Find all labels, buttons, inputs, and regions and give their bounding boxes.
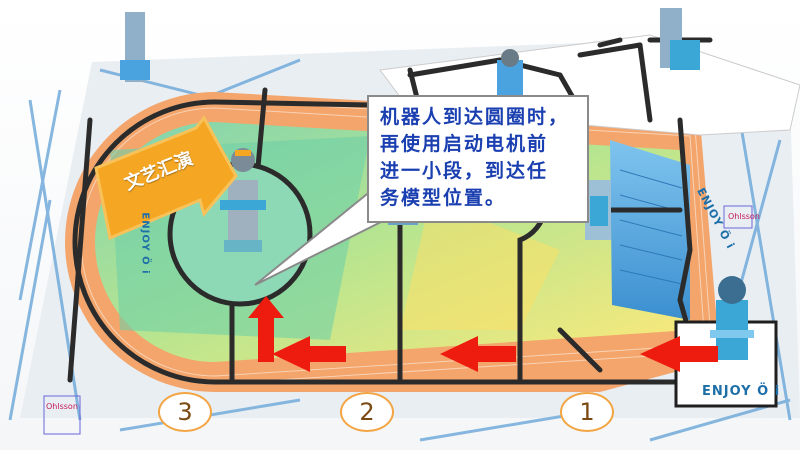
tower-right xyxy=(660,8,700,70)
step-badge-1: 1 xyxy=(560,392,614,432)
callout-line-1: 机器人到达圆圈时， xyxy=(380,106,570,128)
callout-line-3: 进一小段，到达任 xyxy=(380,160,549,182)
robot-center xyxy=(220,148,266,252)
tower-left xyxy=(120,12,150,82)
banner-arrow xyxy=(94,115,238,241)
tag-box-left xyxy=(43,395,81,435)
callout-text: 机器人到达圆圈时， 再使用启动电机前 进一小段，到达任 务模型位置。 xyxy=(374,100,584,218)
step-badge-2: 2 xyxy=(340,392,394,432)
callout-line-2: 再使用启动电机前 xyxy=(380,133,549,155)
tag-label-right: Ohlsson xyxy=(728,212,760,221)
arrow-segment-2 xyxy=(440,336,516,372)
arrow-segment-1 xyxy=(640,336,718,372)
arrow-segment-3 xyxy=(272,336,346,372)
tag-box-right xyxy=(723,205,753,229)
brand-logo-right: ENJOY Ö i xyxy=(702,384,781,399)
robot-start xyxy=(674,276,778,408)
brand-logo-field-left: ENJOY Ö i xyxy=(139,212,151,275)
building xyxy=(610,140,690,320)
tag-label-left: Ohlsson xyxy=(46,402,78,411)
arrow-up-segment xyxy=(248,296,284,362)
callout-bubble xyxy=(254,95,589,286)
callout-line-4: 务模型位置。 xyxy=(380,187,507,209)
model-building-right xyxy=(585,180,611,240)
step-badge-3: 3 xyxy=(158,392,212,432)
direction-arrows xyxy=(248,296,718,372)
